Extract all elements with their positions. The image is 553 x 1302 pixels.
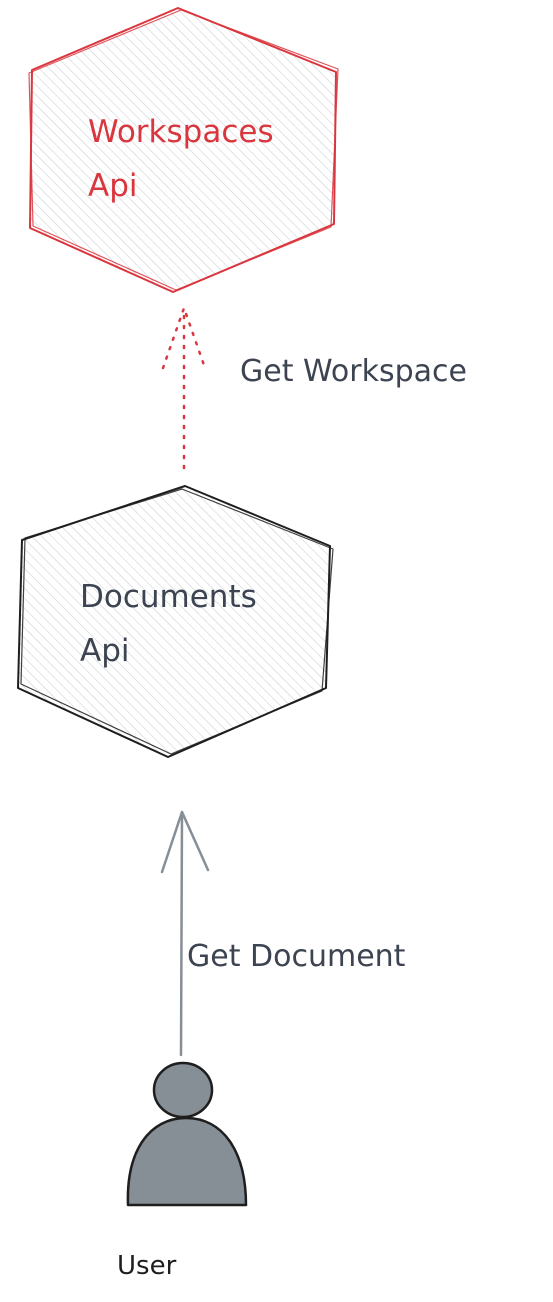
- get-document-arrow[interactable]: Get Document: [160, 810, 406, 1057]
- get-document-label: Get Document: [187, 939, 406, 974]
- get-workspace-arrow[interactable]: Get Workspace: [161, 304, 467, 470]
- user-icon: [126, 1061, 248, 1207]
- workspaces-api-label-line1: Workspaces: [88, 114, 274, 150]
- get-document-arrowhead: [160, 810, 210, 874]
- workspaces-api-node[interactable]: Workspaces Api: [28, 7, 339, 293]
- user-head: [152, 1061, 214, 1119]
- documents-api-node[interactable]: Documents Api: [17, 485, 334, 758]
- user-label: User: [117, 1251, 177, 1281]
- get-workspace-label: Get Workspace: [240, 354, 467, 389]
- workspaces-api-hexagon: [29, 7, 337, 293]
- workspaces-api-hexagon-sketch: [28, 9, 339, 291]
- documents-api-hexagon: [17, 485, 331, 758]
- workspaces-api-label-line2: Api: [88, 168, 138, 204]
- user-node[interactable]: User: [117, 1061, 248, 1281]
- get-document-arrow-shaft: [179, 810, 184, 1057]
- documents-api-label-line2: Api: [80, 633, 130, 669]
- get-workspace-arrowhead: [161, 304, 207, 370]
- documents-api-hexagon-sketch: [20, 488, 334, 755]
- user-body: [126, 1116, 248, 1207]
- documents-api-label-line1: Documents: [80, 579, 257, 615]
